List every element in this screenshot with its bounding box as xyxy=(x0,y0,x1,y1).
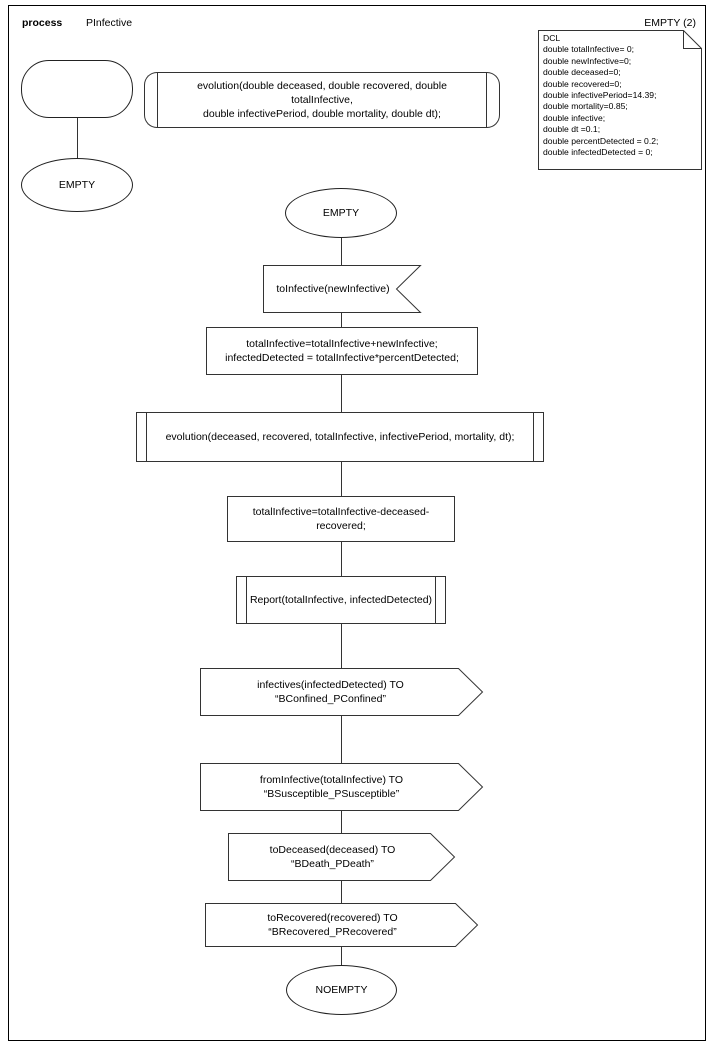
connector-3 xyxy=(341,375,342,412)
connector-2 xyxy=(341,313,342,327)
task-symbol-subtract: totalInfective=totalInfective-deceased-r… xyxy=(227,496,455,542)
connector-10 xyxy=(341,947,342,965)
output-symbol-confined: infectives(infectedDetected) TO “BConfin… xyxy=(200,668,484,716)
header-process-name: PInfective xyxy=(86,17,133,29)
output-outline xyxy=(228,833,456,881)
input-symbol-toinfective: toInfective(newInfective) xyxy=(263,265,422,313)
output-outline xyxy=(200,668,484,716)
state-label-noempty: NOEMPTY xyxy=(315,984,368,996)
header-keyword: process xyxy=(22,17,63,29)
connector-6 xyxy=(341,624,342,668)
output-symbol-recovered: toRecovered(recovered) TO “BRecovered_PR… xyxy=(205,903,479,947)
connector-4 xyxy=(341,462,342,496)
procedure-declaration-label: evolution(double deceased, double recove… xyxy=(197,80,447,120)
connector-start-to-empty xyxy=(77,118,78,158)
procdecl-left-flange-icon xyxy=(144,72,157,128)
connector-8 xyxy=(341,811,342,833)
note-outline xyxy=(538,30,702,170)
start-symbol xyxy=(21,60,133,118)
state-label: EMPTY xyxy=(58,179,96,191)
state-symbol-noempty: NOEMPTY xyxy=(286,965,397,1015)
note-fold-icon xyxy=(683,30,702,49)
procedure-declaration-symbol: evolution(double deceased, double recove… xyxy=(144,72,500,128)
dcl-note: DCL double totalInfective= 0; double new… xyxy=(538,30,702,170)
connector-9 xyxy=(341,881,342,903)
connector-5 xyxy=(341,542,342,576)
procedure-call-label-report: Report(totalInfective, infectedDetected) xyxy=(249,594,433,606)
output-symbol-death: toDeceased(deceased) TO “BDeath_PDeath” xyxy=(228,833,456,881)
output-outline xyxy=(200,763,484,811)
state-label-empty: EMPTY xyxy=(322,207,360,219)
input-outline xyxy=(263,265,422,313)
task-symbol-update: totalInfective=totalInfective+newInfecti… xyxy=(206,327,478,375)
procdecl-right-flange-icon xyxy=(487,72,500,128)
page-frame xyxy=(8,5,706,1041)
state-symbol-empty-init: EMPTY xyxy=(21,158,133,212)
procedure-call-symbol-evolution: evolution(deceased, recovered, totalInfe… xyxy=(136,412,544,462)
procedure-call-symbol-report: Report(totalInfective, infectedDetected) xyxy=(236,576,446,624)
procedure-call-label-evolution: evolution(deceased, recovered, totalInfe… xyxy=(165,431,515,443)
output-symbol-susceptible: fromInfective(totalInfective) TO “BSusce… xyxy=(200,763,484,811)
task-label-subtract: totalInfective=totalInfective-deceased-r… xyxy=(252,506,430,532)
connector-7 xyxy=(341,716,342,763)
connector-1 xyxy=(341,238,342,265)
task-label-update: totalInfective=totalInfective+newInfecti… xyxy=(225,338,459,364)
state-symbol-empty: EMPTY xyxy=(285,188,397,238)
dcl-note-text: DCL double totalInfective= 0; double new… xyxy=(543,33,659,158)
output-outline xyxy=(205,903,479,947)
start-label xyxy=(22,61,132,117)
page-label: EMPTY (2) xyxy=(644,17,696,29)
